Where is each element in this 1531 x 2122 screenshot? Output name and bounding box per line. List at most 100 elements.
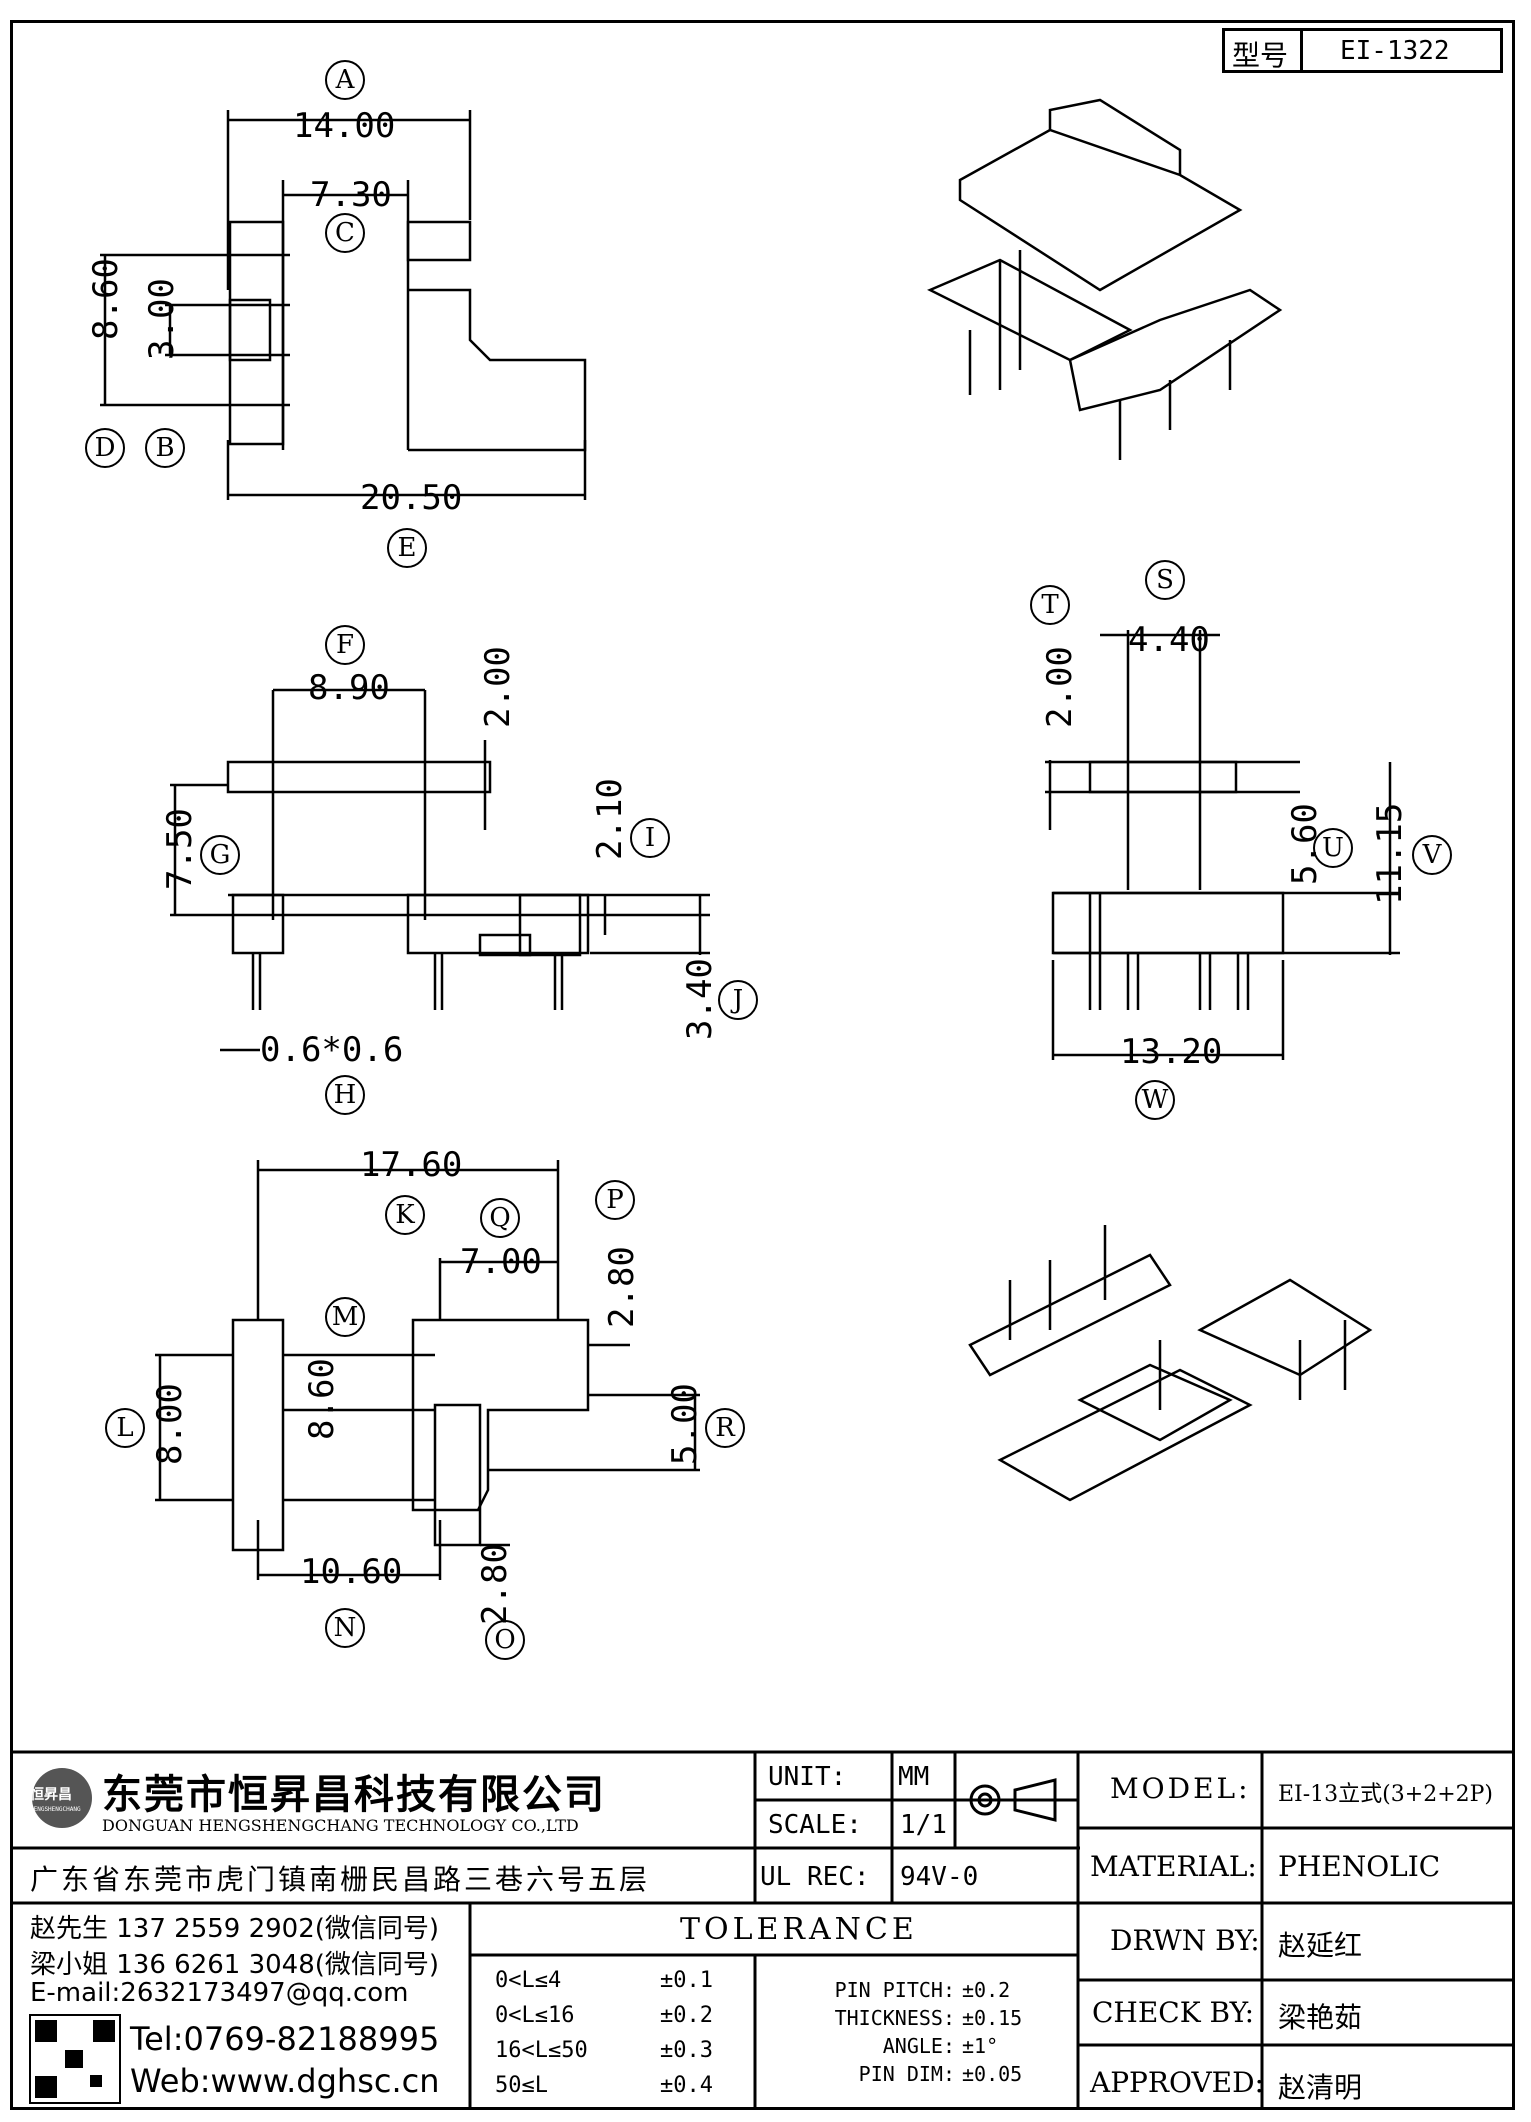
callout-j: J	[718, 980, 758, 1020]
dim-L: 8.00	[150, 1383, 190, 1465]
scale-label: SCALE:	[768, 1810, 862, 1840]
scale-value: 1/1	[900, 1810, 947, 1840]
company-name-cn: 东莞市恒昇昌科技有限公司	[102, 1772, 606, 1818]
model-tag-label: 型号	[1232, 39, 1289, 72]
contact-tel: Tel:0769-82188995	[130, 2020, 440, 2058]
tol-extra-label: ANGLE:	[882, 2034, 955, 2058]
company-name-en: DONGUAN HENGSHENGCHANG TECHNOLOGY CO.,LT…	[102, 1816, 579, 1835]
tol-extra-label: PIN DIM:	[858, 2062, 955, 2086]
check-label: CHECK BY:	[1092, 1996, 1255, 2029]
bottom-view	[155, 1160, 700, 1580]
dim-M: 8.60	[302, 1358, 342, 1440]
contact-2: 梁小姐 136 6261 3048(微信同号)	[30, 1950, 440, 1980]
model-tag-value: EI-1322	[1340, 36, 1450, 66]
tolerance-title: TOLERANCE	[680, 1912, 918, 1947]
dim-H: 0.6*0.6	[260, 1030, 404, 1070]
callout-v: V	[1412, 835, 1452, 875]
dim-F: 8.90	[308, 668, 390, 708]
ulrec-label: UL REC:	[760, 1862, 870, 1892]
drawn-label: DRWN BY:	[1110, 1924, 1260, 1957]
title-block-grid	[13, 1750, 1515, 2108]
isometric-view-bottom	[968, 1225, 1373, 1502]
check-value: 梁艳茹	[1278, 2001, 1363, 2034]
dim-Q: 7.00	[460, 1242, 542, 1282]
dim-O: 2.80	[475, 1543, 515, 1625]
dim-h2: 3.00	[142, 278, 182, 360]
callout-t: T	[1030, 585, 1070, 625]
company-logo	[32, 1768, 92, 1828]
callout-b: B	[145, 428, 185, 468]
material-label: MATERIAL:	[1090, 1850, 1257, 1883]
dim-V: 11.15	[1370, 802, 1410, 905]
callout-u: U	[1313, 828, 1353, 868]
tol-value: ±0.3	[660, 2038, 713, 2063]
tol-extra-value: ±1°	[962, 2034, 999, 2058]
callout-m: M	[325, 1297, 365, 1337]
tol-extra-value: ±0.2	[962, 1978, 1011, 2002]
callout-h: H	[325, 1075, 365, 1115]
logo-subtext: HENGSHENGCHANG	[30, 1806, 81, 1813]
callout-d: D	[85, 428, 125, 468]
contact-1: 赵先生 137 2559 2902(微信同号)	[30, 1914, 440, 1944]
model-value: EI-13立式(3+2+2P)	[1278, 1782, 1494, 1807]
approved-label: APPROVED:	[1090, 2066, 1264, 2099]
callout-l: L	[105, 1408, 145, 1448]
dim-J: 3.40	[680, 958, 720, 1040]
callout-s: S	[1145, 560, 1185, 600]
company-address: 广东省东莞市虎门镇南栅民昌路三巷六号五层	[30, 1863, 651, 1896]
dim-K: 17.60	[360, 1145, 463, 1185]
callout-c: C	[325, 213, 365, 253]
unit-label: UNIT:	[768, 1762, 847, 1792]
front-view	[1045, 630, 1400, 1060]
dim-T: 2.00	[1040, 646, 1080, 728]
dim-S: 4.40	[1128, 620, 1210, 660]
dim-P: 2.80	[602, 1246, 642, 1328]
dim-N: 10.60	[300, 1552, 403, 1592]
contact-email: E-mail:2632173497@qq.com	[30, 1978, 409, 2008]
tol-range: 50≤L	[495, 2073, 548, 2098]
tol-extra-label: THICKNESS:	[834, 2006, 955, 2030]
tol-value: ±0.1	[660, 1968, 713, 1993]
callout-k: K	[385, 1195, 425, 1235]
unit-value: MM	[898, 1762, 930, 1792]
ulrec-value: 94V-0	[900, 1862, 979, 1892]
dim-E: 20.50	[360, 478, 463, 518]
callout-q: Q	[480, 1198, 520, 1238]
qr-code	[29, 2014, 121, 2104]
tol-extra-value: ±0.05	[962, 2062, 1023, 2086]
tol-value: ±0.4	[660, 2073, 713, 2098]
callout-r: R	[705, 1408, 745, 1448]
callout-e: E	[387, 528, 427, 568]
callout-p: P	[595, 1180, 635, 1220]
tol-range: 16<L≤50	[495, 2038, 588, 2063]
tol-extra-label: PIN PITCH:	[834, 1978, 955, 2002]
dim-G: 7.50	[160, 808, 200, 890]
dim-R: 5.00	[665, 1383, 705, 1465]
dim-C: 7.30	[310, 175, 392, 215]
callout-i: I	[630, 818, 670, 858]
callout-a: A	[325, 60, 365, 100]
callout-w: W	[1135, 1080, 1175, 1120]
model-label: MODEL:	[1110, 1772, 1251, 1805]
tol-range: 0<L≤16	[495, 2003, 575, 2028]
approved-value: 赵清明	[1278, 2071, 1363, 2104]
contact-web: Web:www.dghsc.cn	[130, 2062, 440, 2100]
isometric-view-top	[927, 98, 1283, 460]
dim-A: 14.00	[293, 106, 396, 146]
top-view	[100, 110, 587, 500]
dim-F-right: 2.00	[478, 646, 518, 728]
drawn-value: 赵延红	[1278, 1929, 1363, 1962]
side-view	[170, 688, 710, 1052]
callout-o: O	[485, 1620, 525, 1660]
callout-g: G	[200, 835, 240, 875]
tol-extra-value: ±0.15	[962, 2006, 1023, 2030]
tol-range: 0<L≤4	[495, 1968, 562, 1993]
material-value: PHENOLIC	[1278, 1850, 1441, 1883]
dim-I: 2.10	[590, 778, 630, 860]
logo-text: 恒昇昌	[30, 1787, 72, 1803]
dim-W: 13.20	[1120, 1032, 1223, 1072]
callout-f: F	[325, 625, 365, 665]
tol-value: ±0.2	[660, 2003, 713, 2028]
callout-n: N	[325, 1608, 365, 1648]
